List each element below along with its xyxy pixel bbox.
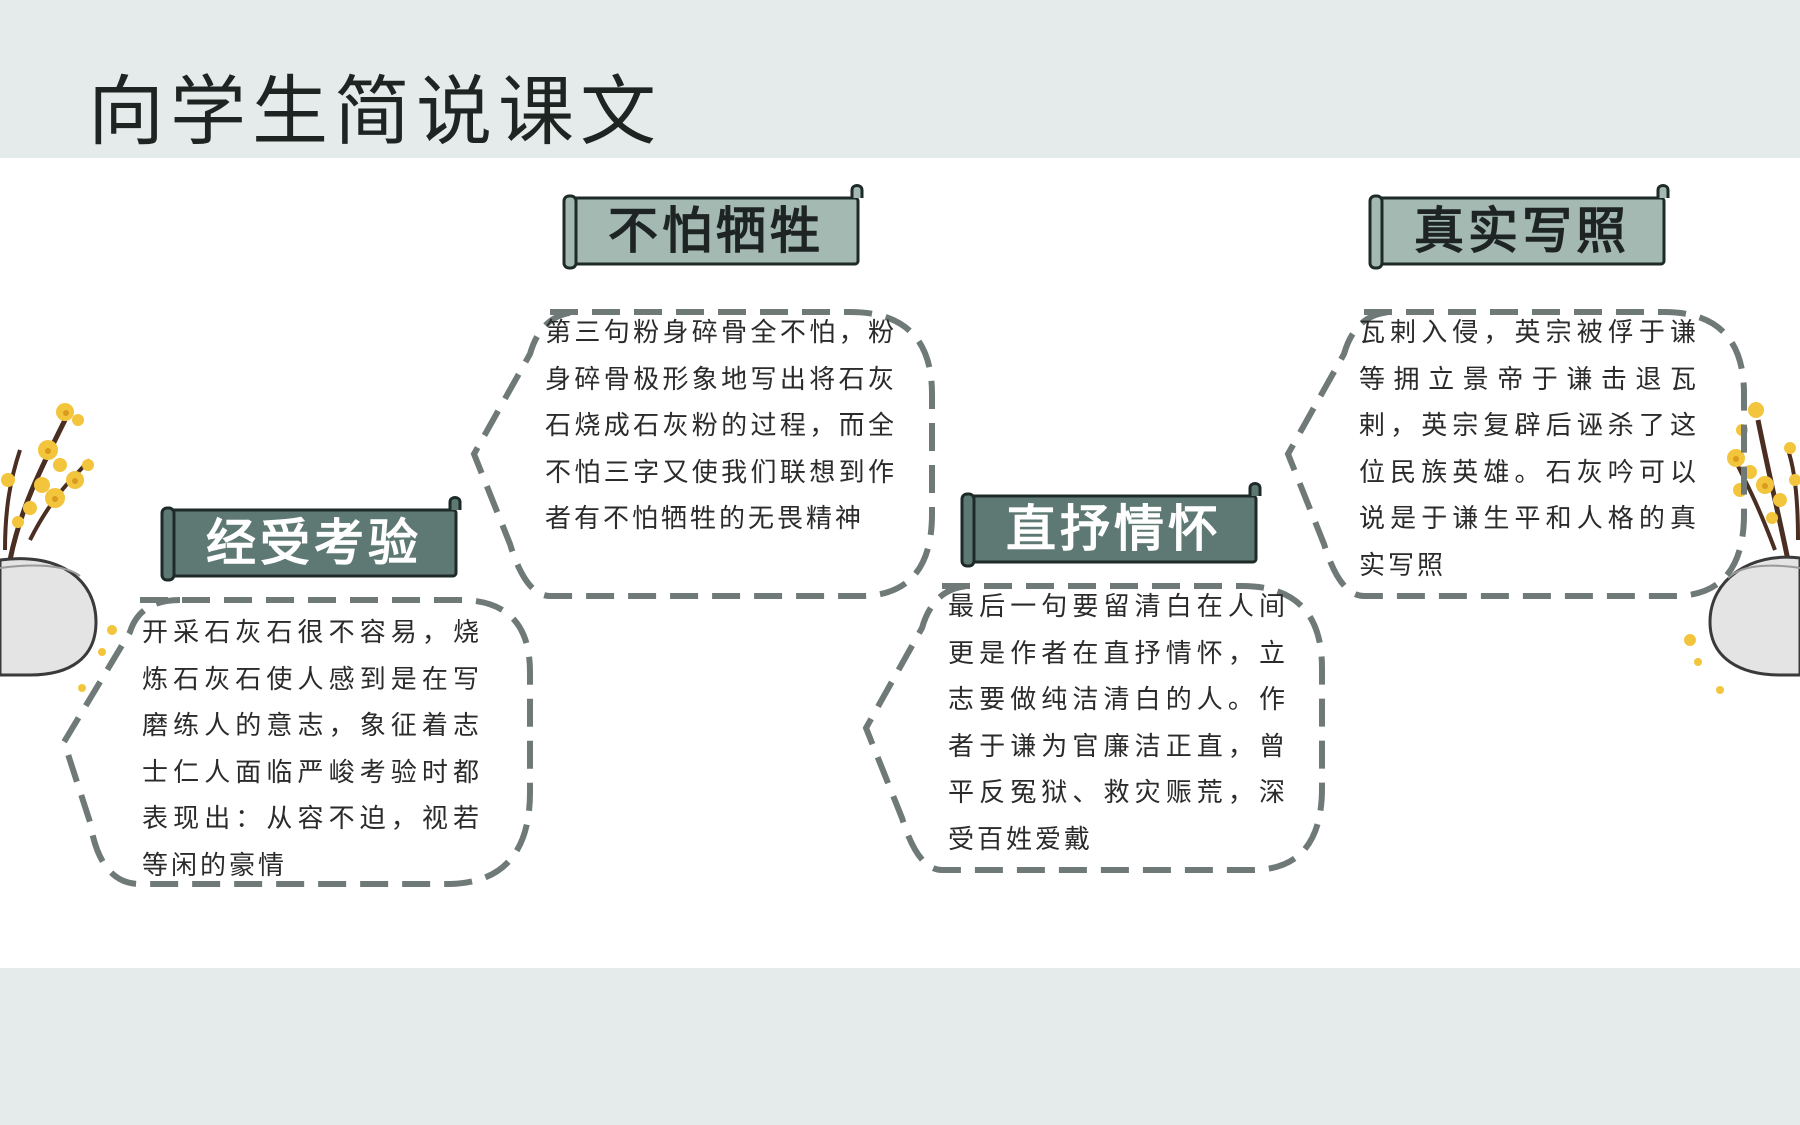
card-body: 瓦剌入侵，英宗被俘于谦等拥立景帝于谦击退瓦剌，英宗复辟后诬杀了这位民族英雄。石灰… — [1359, 318, 1699, 581]
page-title: 向学生简说课文 — [88, 67, 662, 156]
card-heading: 不怕牺牲 — [608, 201, 824, 260]
card-true-portrayal: 瓦剌入侵，英宗被俘于谦等拥立景帝于谦击退瓦剌，英宗复辟后诬杀了这位民族英雄。石灰… — [1284, 304, 1747, 604]
bottom-band — [0, 968, 1800, 1125]
card-banner-fearless-sacrifice: 不怕牺牲 — [562, 184, 864, 270]
card-body: 开采石灰石很不容易，烧炼石灰石使人感到是在写磨练人的意志，象征着志士仁人面临严峻… — [142, 618, 482, 881]
plum-blossom-vase-icon — [0, 403, 117, 692]
card-endure-trial: 开采石灰石很不容易，烧炼石灰石使人感到是在写磨练人的意志，象征着志士仁人面临严峻… — [60, 592, 533, 892]
card-banner-true-portrayal: 真实写照 — [1368, 184, 1670, 270]
top-band — [0, 0, 1800, 158]
card-fearless-sacrifice: 第三句粉身碎骨全不怕，粉身碎骨极形象地写出将石灰石烧成石灰粉的过程，而全不怕三字… — [470, 304, 935, 604]
card-body: 最后一句要留清白在人间更是作者在直抒情怀，立志要做纯洁清白的人。作者于谦为官廉洁… — [948, 592, 1288, 855]
card-heading: 经受考验 — [206, 513, 422, 572]
card-banner-express-feelings: 直抒情怀 — [960, 482, 1262, 568]
card-heading: 直抒情怀 — [1006, 499, 1222, 558]
card-heading: 真实写照 — [1414, 201, 1630, 260]
card-express-feelings: 最后一句要留清白在人间更是作者在直抒情怀，立志要做纯洁清白的人。作者于谦为官廉洁… — [862, 578, 1325, 878]
card-banner-endure-trial: 经受考验 — [160, 496, 462, 582]
card-body: 第三句粉身碎骨全不怕，粉身碎骨极形象地写出将石灰石烧成石灰粉的过程，而全不怕三字… — [545, 318, 897, 534]
plum-blossom-vase-icon — [1684, 402, 1800, 694]
